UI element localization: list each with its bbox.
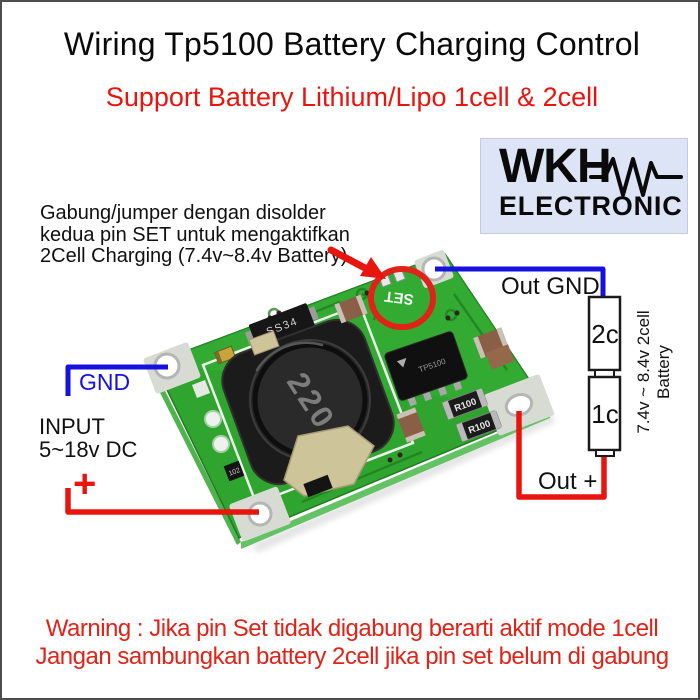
battery-cell-2c-label: 2c: [591, 319, 618, 349]
brand-logo: WKH ELECTRONIC: [480, 138, 688, 234]
svg-text:102: 102: [228, 467, 242, 478]
annotation-arrow-icon: [327, 246, 386, 279]
warning-line-2: Jangan sambungkan battery 2cell jika pin…: [35, 643, 669, 670]
battery-cell-1c: [587, 375, 622, 452]
inductor-220: 220: [221, 318, 395, 498]
svg-text:SET: SET: [384, 287, 415, 307]
set-pins-highlight-circle: [368, 266, 436, 330]
input-gnd-label: GND: [79, 369, 131, 395]
warning-line-1: Warning : Jika pin Set tidak digabung be…: [45, 615, 659, 642]
battery-cell-2c: [587, 295, 622, 372]
battery-cell-1c-label: 1c: [591, 399, 618, 429]
resistor-r100-1: R100: [442, 388, 488, 420]
out-plus-label: Out +: [538, 468, 598, 495]
battery-2cell-symbol: 2c 1c: [587, 295, 622, 457]
out-gnd-label: Out GND: [501, 273, 600, 300]
component-102: 102: [223, 460, 245, 482]
input-spec: INPUT 5~18v DC: [39, 415, 137, 461]
input-gnd-wire: [65, 364, 168, 396]
annotation-line: Gabung/jumper dengan disolder: [40, 202, 326, 224]
brand-name: WKH: [499, 140, 612, 193]
resistor-zigzag-icon: [589, 157, 683, 197]
wires: [65, 266, 607, 515]
input-plus-wire: [65, 488, 259, 515]
tp5100-module-board: SS34 220: [143, 250, 555, 549]
input-voltage-label: 5~18v DC: [39, 437, 138, 462]
capacitors: [334, 294, 515, 443]
out-gnd-wire: [435, 266, 606, 298]
chip-tp5100: TP5100: [384, 331, 468, 407]
brand-subtitle: ELECTRONIC: [499, 191, 683, 221]
set-jumper-annotation: Gabung/jumper dengan disolder kedua pin …: [40, 202, 350, 268]
input-plus-label: +: [73, 462, 97, 506]
page-subtitle: Support Battery Lithium/Lipo 1cell & 2ce…: [105, 82, 599, 112]
mount-hole-out-plus: [504, 393, 534, 417]
page-title: Wiring Tp5100 Battery Charging Control: [63, 26, 641, 62]
battery-terminal: [595, 449, 615, 457]
annotation-line: 2Cell Charging (7.4v~8.4v Battery): [40, 245, 348, 267]
resistor-r100-2: R100: [456, 410, 502, 442]
led: [213, 345, 237, 365]
battery-voltage-note: 7.4v ~ 8.4v 2cell Battery: [634, 310, 673, 434]
out-plus-wire: [516, 411, 607, 500]
annotation-line: kedua pin SET untuk mengaktifkan: [40, 223, 350, 246]
pcb-shadow: [252, 413, 556, 553]
input-label: INPUT: [39, 414, 105, 439]
